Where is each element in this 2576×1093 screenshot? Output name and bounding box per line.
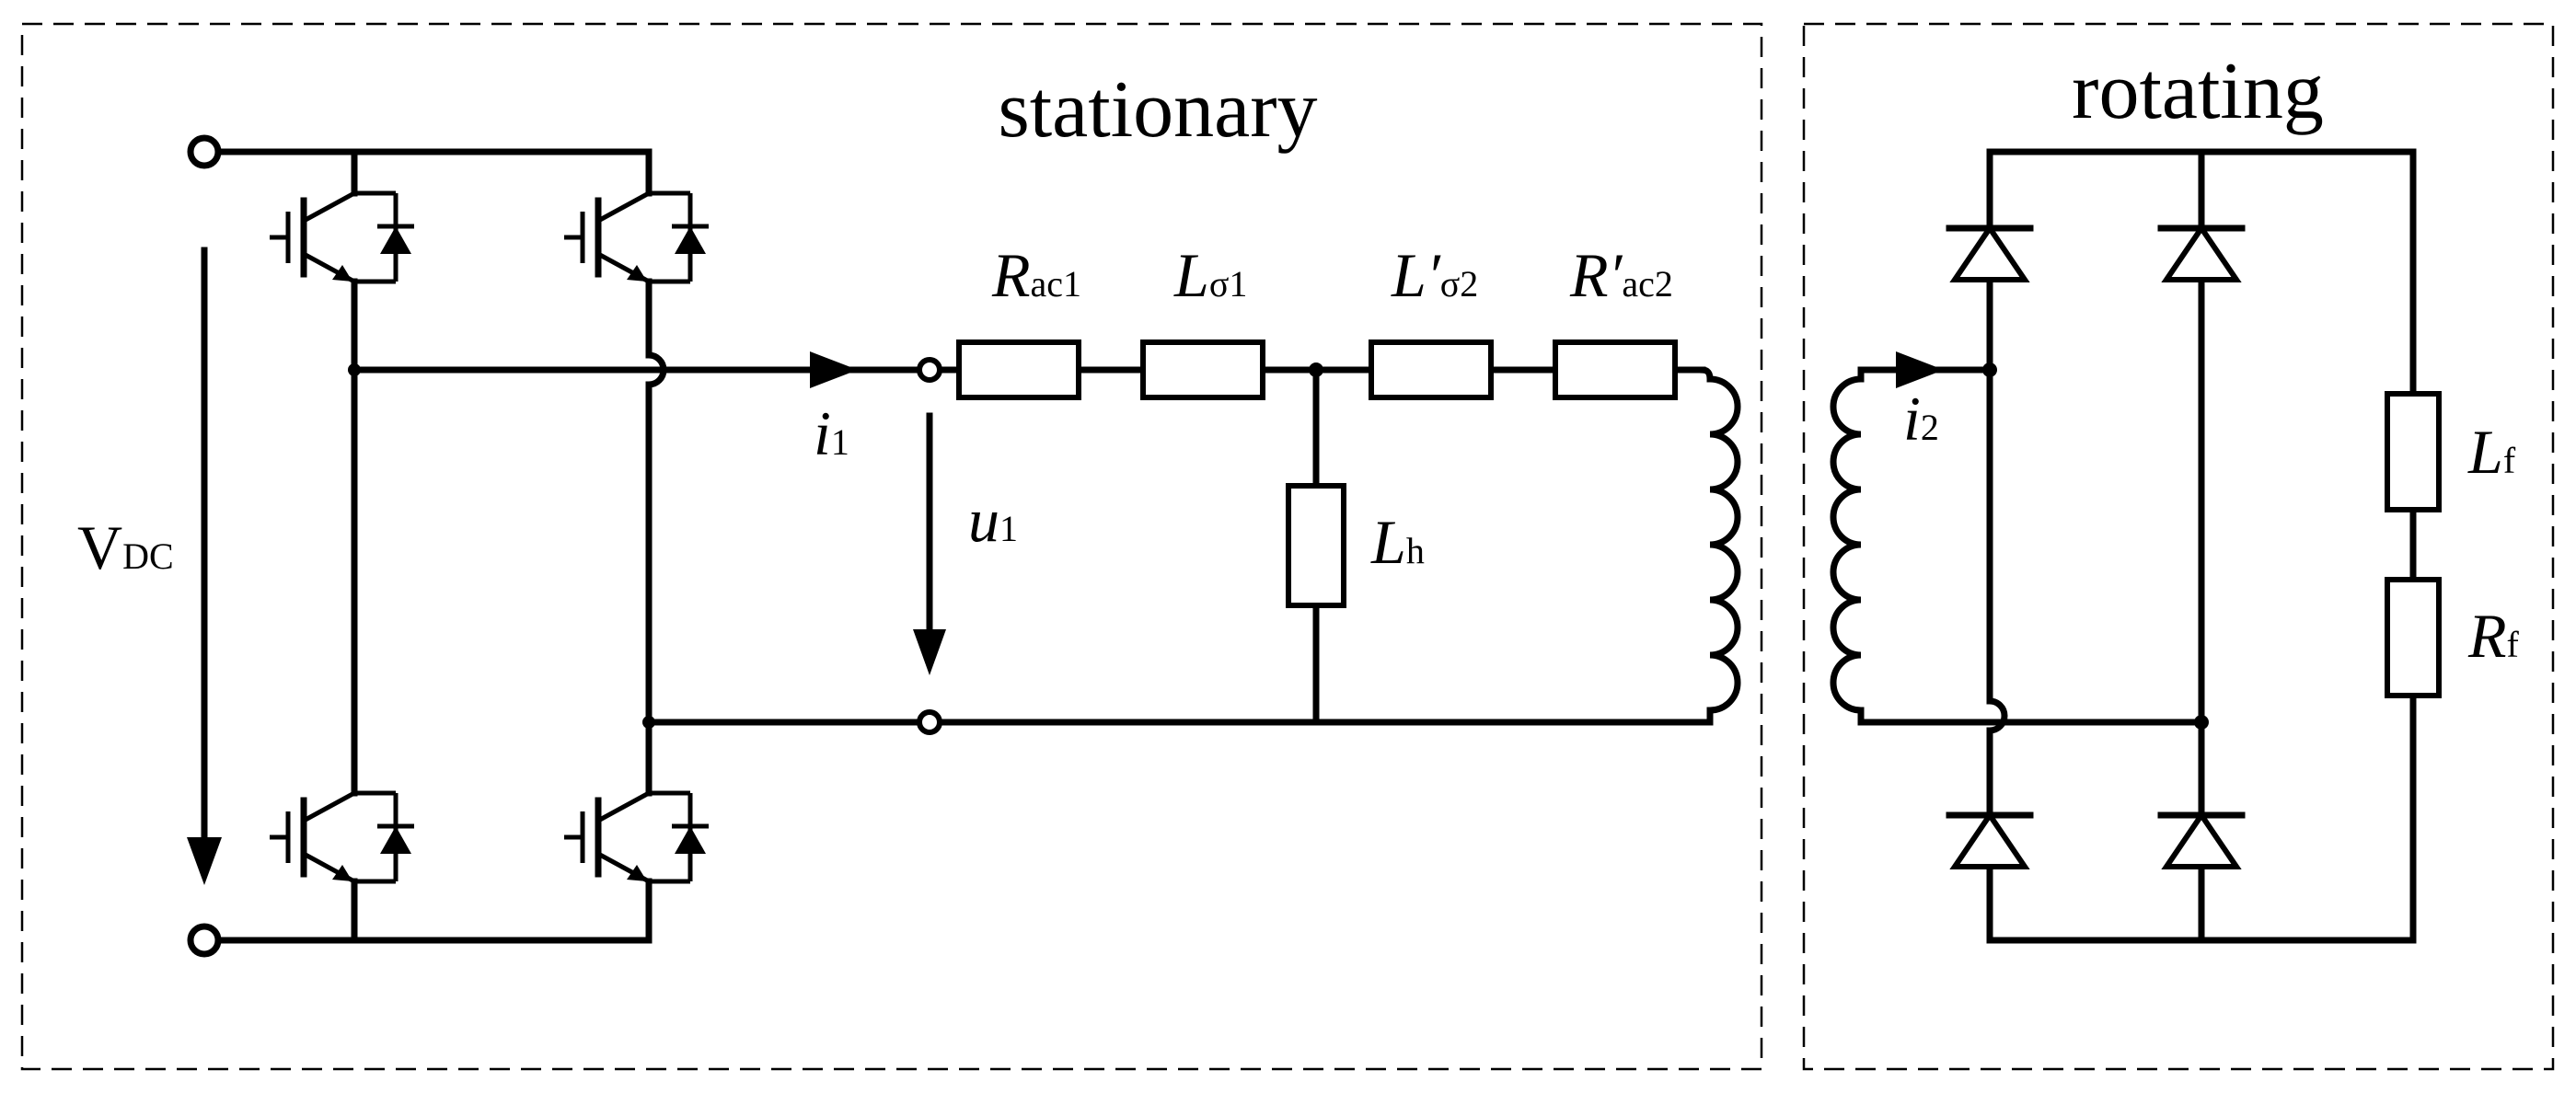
inductor-lf: [2385, 391, 2442, 512]
u1-arrow: [913, 629, 946, 675]
vdc-arrow: [187, 837, 222, 885]
lsigma2-label: L′σ2: [1391, 240, 1478, 310]
resistor-rac1: [956, 339, 1081, 400]
secondary-winding: [1830, 366, 1993, 726]
lsigma1-label: Lσ1: [1173, 240, 1247, 310]
rac1-label: Rac1: [991, 240, 1081, 310]
igbt-lower-left: [270, 793, 414, 881]
lf-label: Lf: [2467, 417, 2516, 487]
diode-upper-left: [1949, 228, 2030, 280]
diode-lower-left: [1949, 815, 2030, 867]
stationary-title: stationary: [998, 65, 1317, 155]
igbt-upper-right: [564, 193, 709, 282]
inductor-lsigma1: [1140, 339, 1265, 400]
lh-label: Lh: [1370, 507, 1425, 577]
igbt-lower-right: [564, 793, 709, 881]
dc-minus-terminal: [187, 923, 222, 958]
stationary-region: [20, 22, 1763, 1071]
u1-plus-terminal: [917, 357, 942, 383]
rotating-title: rotating: [2072, 47, 2324, 136]
diode-lower-right: [2161, 815, 2242, 867]
i1-arrow: [810, 351, 858, 388]
resistor-rf: [2385, 577, 2442, 698]
u1-label: u1: [968, 485, 1018, 555]
resistor-rac2: [1553, 339, 1678, 400]
diode-upper-right: [2161, 228, 2242, 280]
rac2-label: R′ac2: [1569, 240, 1673, 310]
dc-plus-terminal: [187, 134, 222, 169]
inverter: [187, 134, 709, 958]
inductor-lsigma2: [1369, 339, 1494, 400]
vdc-label: VDC: [77, 512, 174, 582]
inductor-lh: [1286, 483, 1346, 608]
u1-minus-terminal: [917, 709, 942, 735]
i2-arrow: [1896, 351, 1944, 388]
i1-label: i1: [814, 398, 849, 468]
igbt-upper-left: [270, 193, 414, 282]
i2-label: i2: [1903, 384, 1939, 454]
diode-bridge: [1949, 148, 2417, 944]
rotating-region: [1802, 22, 2555, 1071]
rf-label: Rf: [2467, 601, 2520, 671]
primary-winding: [1699, 366, 1741, 726]
